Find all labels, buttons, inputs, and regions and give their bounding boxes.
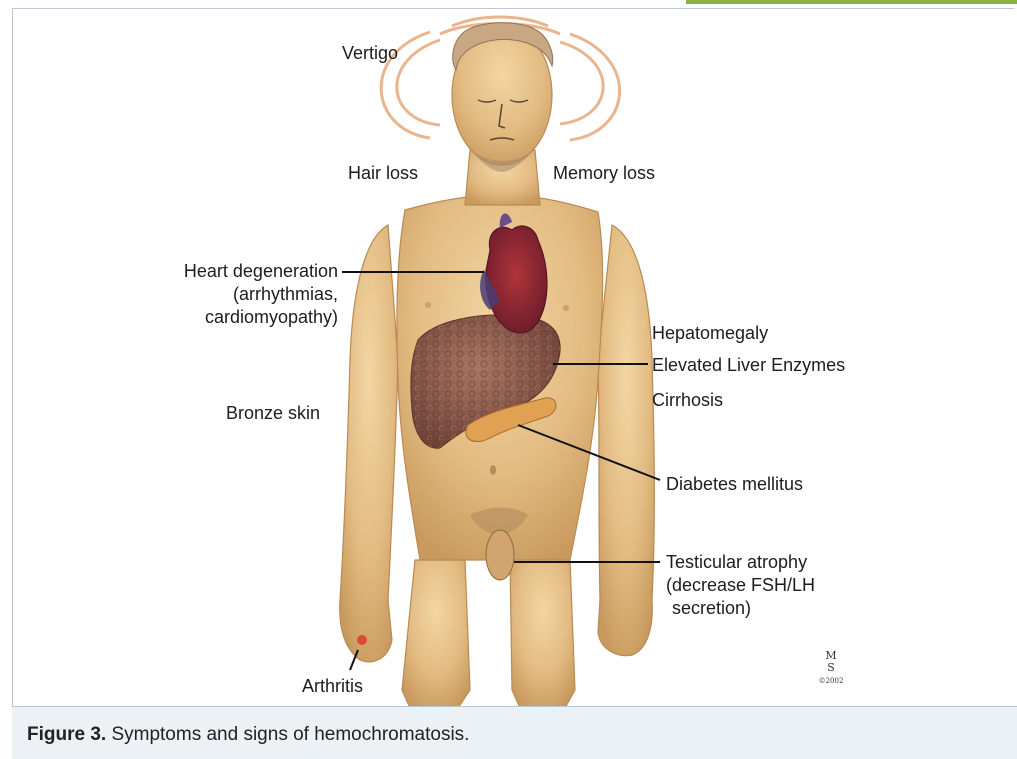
label-heart-detail-1: (arrhythmias, [140, 283, 338, 305]
label-cirrhosis: Cirrhosis [652, 389, 723, 411]
label-hepatomegaly: Hepatomegaly [652, 322, 768, 344]
label-hair-loss: Hair loss [348, 162, 418, 184]
label-testicular-detail-1: (decrease FSH/LH [666, 574, 815, 596]
label-vertigo: Vertigo [342, 42, 398, 64]
label-bronze-skin: Bronze skin [226, 402, 320, 424]
label-diabetes-mellitus: Diabetes mellitus [666, 473, 803, 495]
label-heart-detail-2: cardiomyopathy) [140, 306, 338, 328]
label-arthritis: Arthritis [302, 675, 363, 697]
label-testicular-detail-2: secretion) [672, 597, 751, 619]
label-memory-loss: Memory loss [553, 162, 655, 184]
label-heart-degeneration: Heart degeneration [140, 260, 338, 282]
figure-caption: Figure 3. Symptoms and signs of hemochro… [27, 724, 469, 746]
caption-label: Figure 3. [27, 724, 106, 745]
label-elevated-liver-enzymes: Elevated Liver Enzymes [652, 354, 845, 376]
label-testicular-atrophy: Testicular atrophy [666, 551, 807, 573]
caption-text: Symptoms and signs of hemochromatosis. [106, 724, 469, 745]
